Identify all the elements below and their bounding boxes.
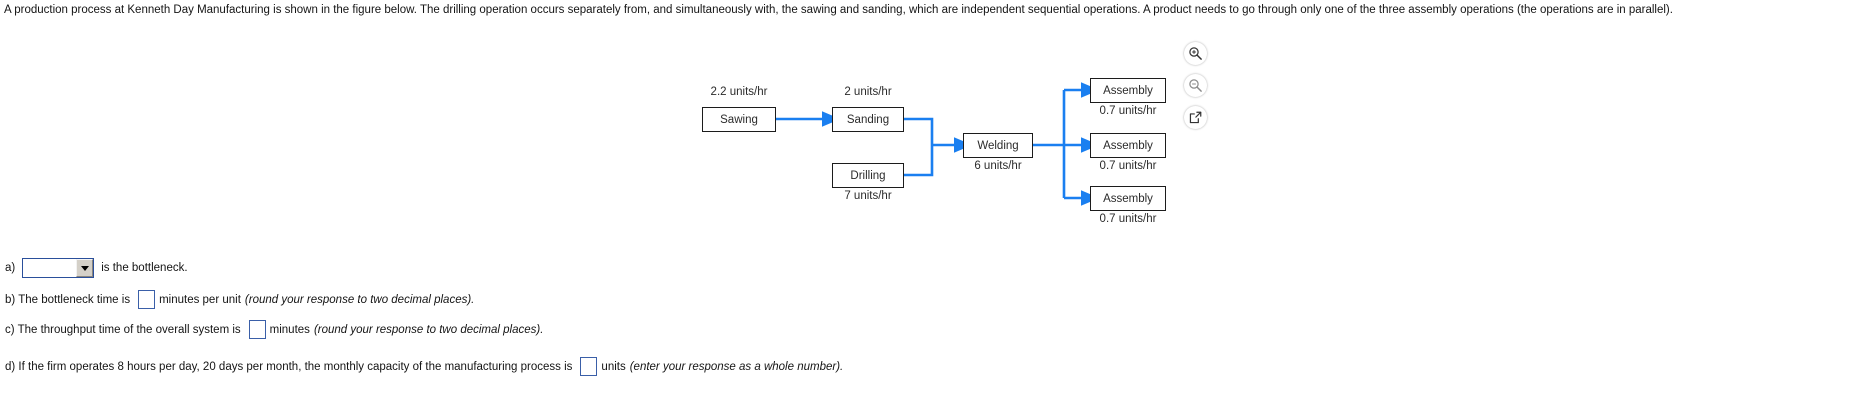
welding-rate-label: 6 units/hr: [974, 160, 1022, 172]
node-welding: Welding: [963, 133, 1033, 158]
assembly-2-rate-label: 0.7 units/hr: [1099, 160, 1157, 172]
question-d: d) If the firm operates 8 hours per day,…: [5, 357, 843, 376]
question-b-hint: (round your response to two decimal plac…: [244, 293, 475, 306]
zoom-in-icon[interactable]: [1184, 42, 1207, 65]
question-d-hint: (enter your response as a whole number).: [629, 360, 844, 373]
question-c: c) The throughput time of the overall sy…: [5, 320, 543, 339]
node-drilling: Drilling: [832, 163, 904, 188]
throughput-time-input[interactable]: [248, 320, 266, 339]
sanding-rate-label: 2 units/hr: [844, 86, 892, 98]
bottleneck-time-input[interactable]: [138, 290, 156, 309]
problem-statement: A production process at Kenneth Day Manu…: [4, 4, 1673, 16]
question-a-tail: is the bottleneck.: [101, 262, 188, 274]
node-assembly-1: Assembly: [1090, 78, 1166, 103]
assembly-3-rate-label: 0.7 units/hr: [1099, 213, 1157, 225]
monthly-capacity-input[interactable]: [580, 357, 598, 376]
question-b-unit: minutes per unit: [159, 293, 241, 306]
bottleneck-select-value: [23, 259, 76, 277]
assembly-1-rate-label: 0.7 units/hr: [1099, 105, 1157, 117]
question-b-label: b) The bottleneck time is: [5, 293, 131, 306]
node-sanding: Sanding: [832, 107, 904, 132]
question-d-label: d) If the firm operates 8 hours per day,…: [5, 360, 573, 373]
drilling-rate-label: 7 units/hr: [844, 190, 892, 202]
line-sanding-to-junction: [904, 117, 934, 145]
question-c-unit: minutes: [269, 323, 310, 336]
question-d-unit: units: [601, 360, 626, 373]
sawing-rate-label: 2.2 units/hr: [710, 86, 768, 98]
question-a-label: a): [5, 262, 16, 274]
question-c-hint: (round your response to two decimal plac…: [313, 323, 544, 336]
zoom-out-icon[interactable]: [1184, 74, 1207, 97]
node-assembly-2: Assembly: [1090, 133, 1166, 158]
question-c-label: c) The throughput time of the overall sy…: [5, 323, 241, 336]
line-drilling-to-junction: [904, 145, 934, 177]
chevron-down-icon[interactable]: [76, 259, 94, 277]
process-flow-diagram: 2.2 units/hr Sawing 2 units/hr Sanding D…: [702, 42, 1207, 225]
question-b: b) The bottleneck time is minutes per un…: [5, 290, 474, 309]
node-assembly-3: Assembly: [1090, 186, 1166, 211]
open-popup-icon[interactable]: [1184, 106, 1207, 129]
question-a: a) is the bottleneck.: [5, 258, 188, 278]
bottleneck-select[interactable]: [22, 258, 95, 278]
node-sawing: Sawing: [702, 107, 776, 132]
